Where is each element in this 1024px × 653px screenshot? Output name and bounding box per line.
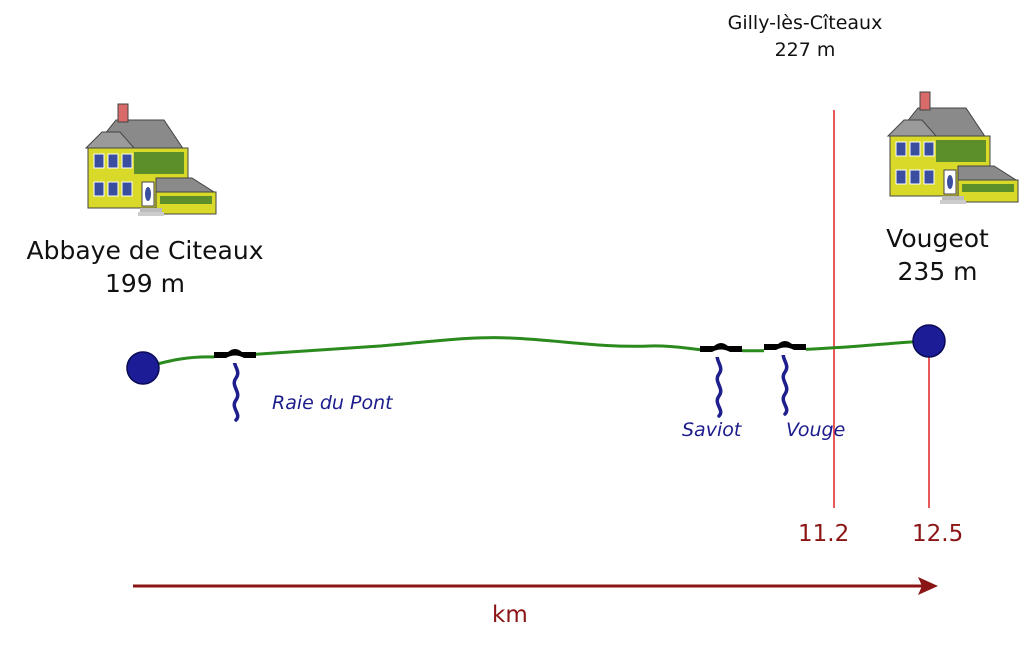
start-town-altitude: 199 m <box>104 269 186 298</box>
gilly-town-name: Gilly-lès-Cîteaux <box>727 12 883 34</box>
end-km-label: 12.5 <box>912 521 964 547</box>
gilly-town-label: Gilly-lès-Cîteaux 227 m <box>680 10 930 64</box>
bridge-icon <box>764 341 806 355</box>
axis-label: km <box>492 602 528 628</box>
house-icon <box>887 91 1019 205</box>
end-town-altitude: 235 m <box>897 257 978 286</box>
gilly-town-altitude: 227 m <box>774 39 836 61</box>
river-label-raie-du-pont: Raie du Pont <box>272 392 393 414</box>
gilly-km-label: 11.2 <box>798 521 850 547</box>
end-town-name: Vougeot <box>886 224 989 253</box>
start-town-name: Abbaye de Citeaux <box>26 236 264 265</box>
river-vouge <box>781 348 789 416</box>
start-stop-dot <box>126 351 160 385</box>
river-label-saviot: Saviot <box>682 419 742 441</box>
km-arrow-head <box>918 577 938 595</box>
river-raie-du-pont <box>232 354 240 422</box>
start-town-label: Abbaye de Citeaux 199 m <box>10 234 280 300</box>
end-stop-dot <box>912 324 946 358</box>
house-icon <box>85 103 217 217</box>
end-town-label: Vougeot 235 m <box>855 222 1020 288</box>
route-line <box>141 336 931 370</box>
bridge-icon <box>700 343 742 357</box>
river-label-vouge: Vouge <box>786 419 846 441</box>
river-saviot <box>715 350 723 418</box>
bridge-icon <box>214 349 256 363</box>
